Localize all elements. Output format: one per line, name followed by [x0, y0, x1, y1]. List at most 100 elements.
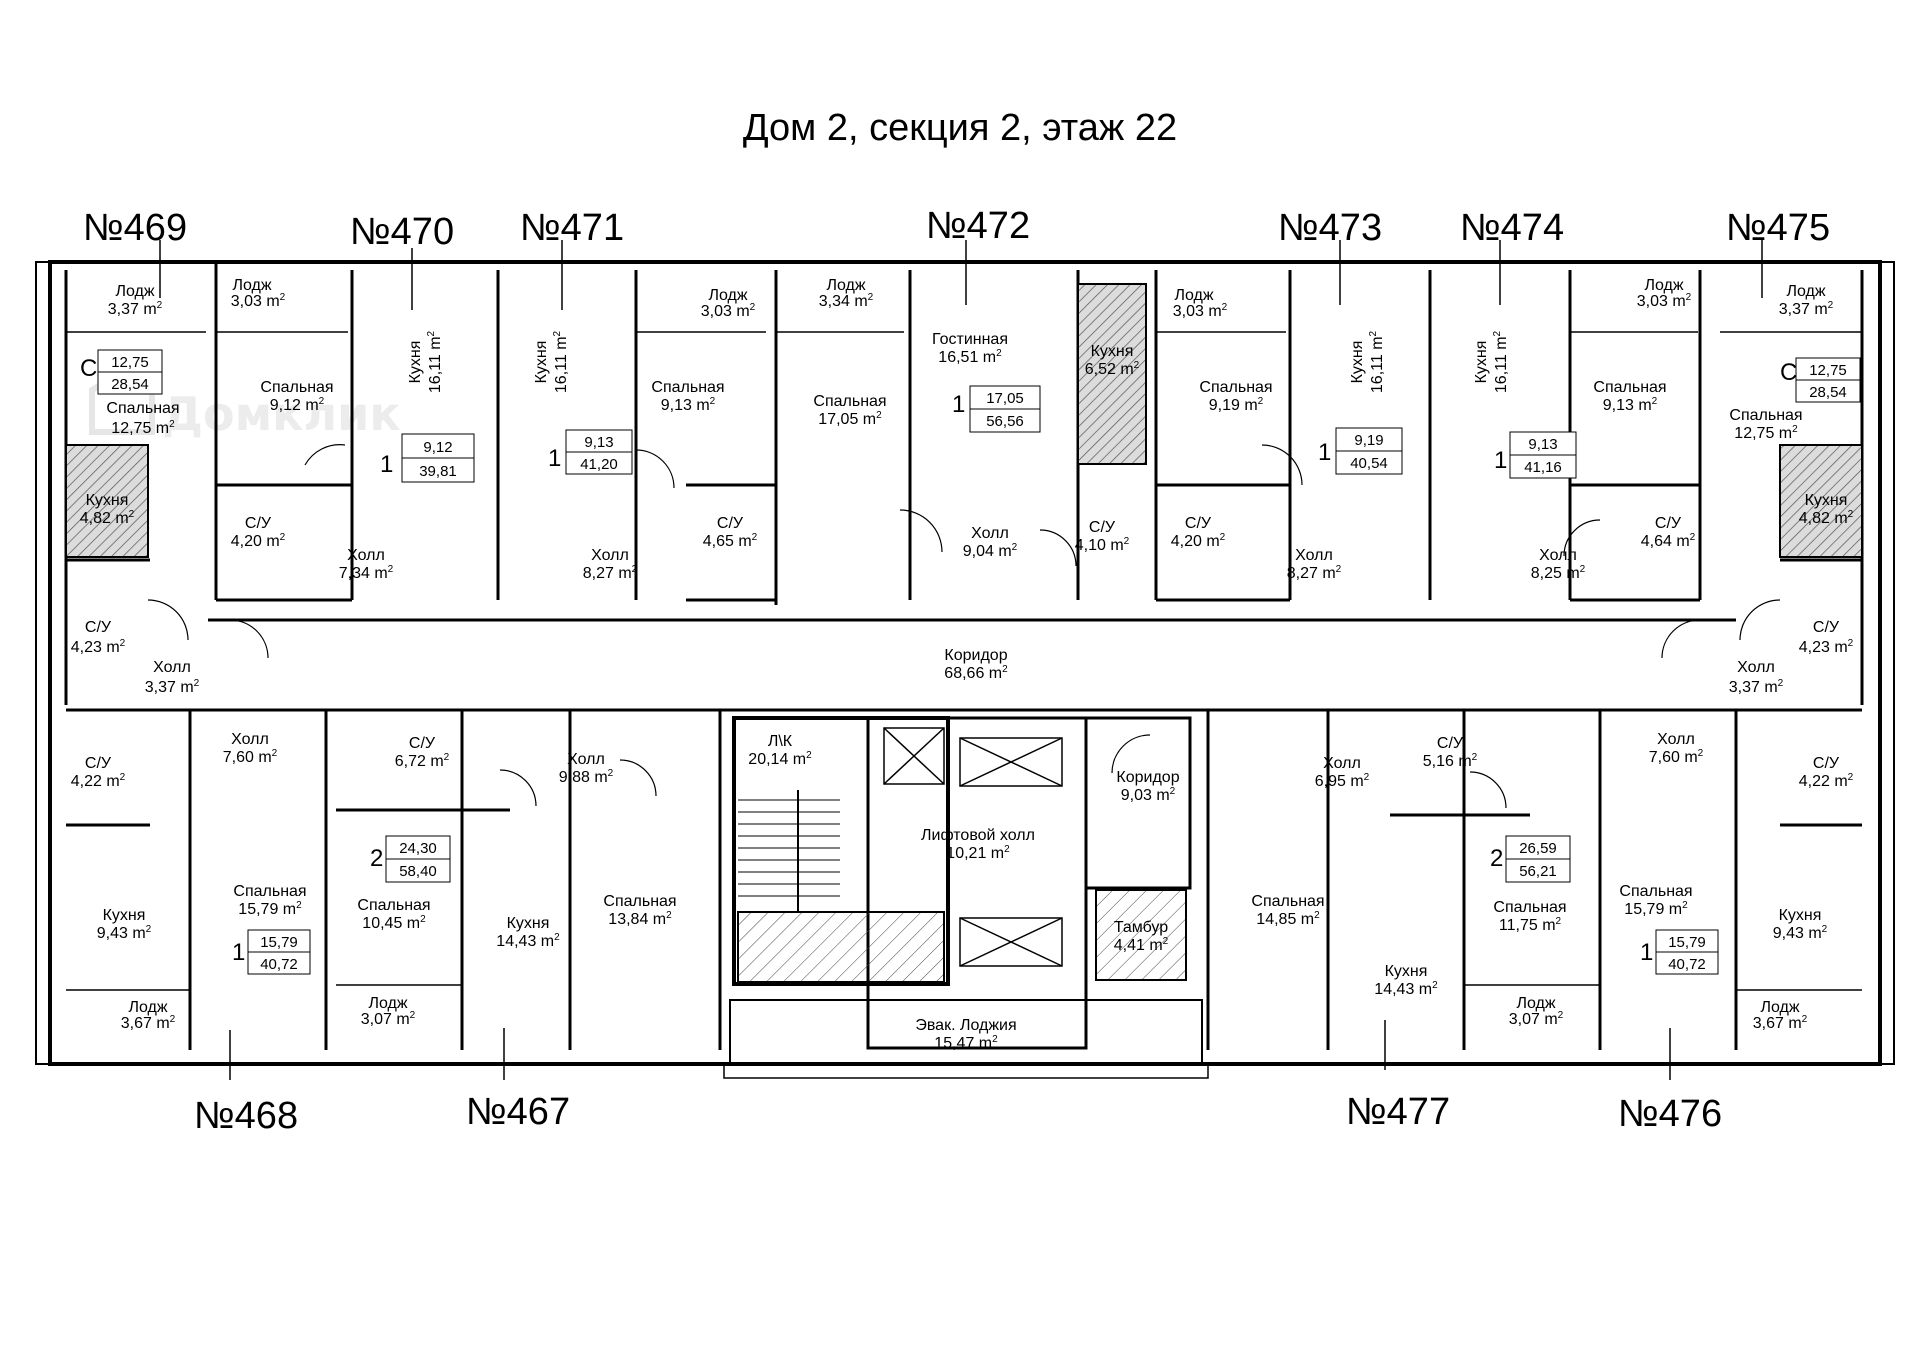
svg-text:15,79 m2: 15,79 m2 [238, 900, 302, 918]
svg-text:Коридор: Коридор [944, 647, 1007, 664]
room-label: С/У6,72 m2 [395, 735, 450, 770]
svg-text:40,72: 40,72 [1668, 956, 1706, 973]
hatched-areas [65, 283, 1863, 983]
svg-text:9,03 m2: 9,03 m2 [1121, 786, 1176, 804]
svg-text:С/У: С/У [1813, 755, 1840, 772]
staircase [738, 790, 840, 912]
svg-text:Кухня: Кухня [1349, 341, 1366, 384]
svg-text:1: 1 [1494, 447, 1507, 474]
apartment-number: №467 [466, 1091, 570, 1133]
svg-text:С/У: С/У [717, 515, 744, 532]
svg-text:С/У: С/У [245, 515, 272, 532]
svg-text:7,60 m2: 7,60 m2 [223, 748, 278, 766]
svg-text:15,79: 15,79 [260, 934, 298, 951]
apartment-number: №475 [1726, 207, 1830, 249]
svg-text:Лодж: Лодж [1644, 277, 1683, 294]
svg-text:Гостинная: Гостинная [932, 331, 1008, 348]
room-label: С/У5,16 m2 [1423, 735, 1478, 770]
svg-text:Спальная: Спальная [1493, 899, 1566, 916]
svg-text:Спальная: Спальная [357, 897, 430, 914]
svg-text:Лодж: Лодж [115, 283, 154, 300]
svg-text:9,13 m2: 9,13 m2 [1603, 396, 1658, 414]
svg-text:Спальная: Спальная [813, 393, 886, 410]
svg-text:3,07 m2: 3,07 m2 [361, 1010, 416, 1028]
svg-text:17,05 m2: 17,05 m2 [818, 410, 882, 428]
svg-text:Лодж: Лодж [826, 277, 865, 294]
svg-text:Лодж: Лодж [1516, 995, 1555, 1012]
svg-text:С/У: С/У [1655, 515, 1682, 532]
svg-text:58,40: 58,40 [399, 863, 437, 880]
doors [147, 444, 1781, 809]
svg-text:20,14 m2: 20,14 m2 [748, 750, 812, 768]
svg-text:5,16 m2: 5,16 m2 [1423, 752, 1478, 770]
svg-text:12,75: 12,75 [1809, 362, 1847, 379]
svg-text:С/У: С/У [1437, 735, 1464, 752]
svg-text:15,47 m2: 15,47 m2 [934, 1034, 998, 1052]
svg-text:9,43 m2: 9,43 m2 [97, 924, 152, 942]
svg-text:4,64 m2: 4,64 m2 [1641, 532, 1696, 550]
svg-text:Спальная: Спальная [260, 379, 333, 396]
svg-text:9,13: 9,13 [584, 434, 613, 451]
svg-text:Спальная: Спальная [233, 883, 306, 900]
svg-text:68,66 m2: 68,66 m2 [944, 664, 1008, 682]
svg-text:4,20 m2: 4,20 m2 [231, 532, 286, 550]
room-label: С/У4,10 m2 [1075, 519, 1130, 554]
svg-text:24,30: 24,30 [399, 840, 437, 857]
svg-text:16,11 m2: 16,11 m2 [1492, 330, 1510, 393]
svg-text:4,82 m2: 4,82 m2 [80, 509, 135, 527]
svg-text:Кухня: Кухня [103, 907, 146, 924]
svg-text:3,03 m2: 3,03 m2 [231, 292, 286, 310]
svg-text:9,19 m2: 9,19 m2 [1209, 396, 1264, 414]
svg-text:Спальная: Спальная [106, 400, 179, 417]
svg-text:8,27 m2: 8,27 m2 [583, 564, 638, 582]
room-label: С/У 4,23 m2 [71, 619, 126, 656]
apartment-number: №468 [194, 1095, 298, 1137]
svg-text:С: С [1780, 359, 1797, 386]
svg-text:4,22 m2: 4,22 m2 [1799, 772, 1854, 790]
svg-text:С/У: С/У [85, 619, 112, 636]
svg-text:Холл: Холл [971, 525, 1009, 542]
svg-text:Кухня: Кухня [1091, 343, 1134, 360]
svg-text:8,27 m2: 8,27 m2 [1287, 564, 1342, 582]
svg-text:12,75: 12,75 [111, 354, 149, 371]
svg-text:9,04 m2: 9,04 m2 [963, 542, 1018, 560]
svg-text:4,82 m2: 4,82 m2 [1799, 509, 1854, 527]
svg-text:1: 1 [548, 445, 561, 472]
domclick-logo: Домклик [89, 368, 401, 441]
apartment-number: №471 [520, 207, 624, 249]
svg-text:3,37 m2: 3,37 m2 [1729, 678, 1784, 696]
svg-text:12,75 m2: 12,75 m2 [1734, 424, 1798, 442]
svg-text:Спальная: Спальная [1729, 407, 1802, 424]
svg-text:4,23 m2: 4,23 m2 [71, 638, 126, 656]
svg-text:6,72 m2: 6,72 m2 [395, 752, 450, 770]
